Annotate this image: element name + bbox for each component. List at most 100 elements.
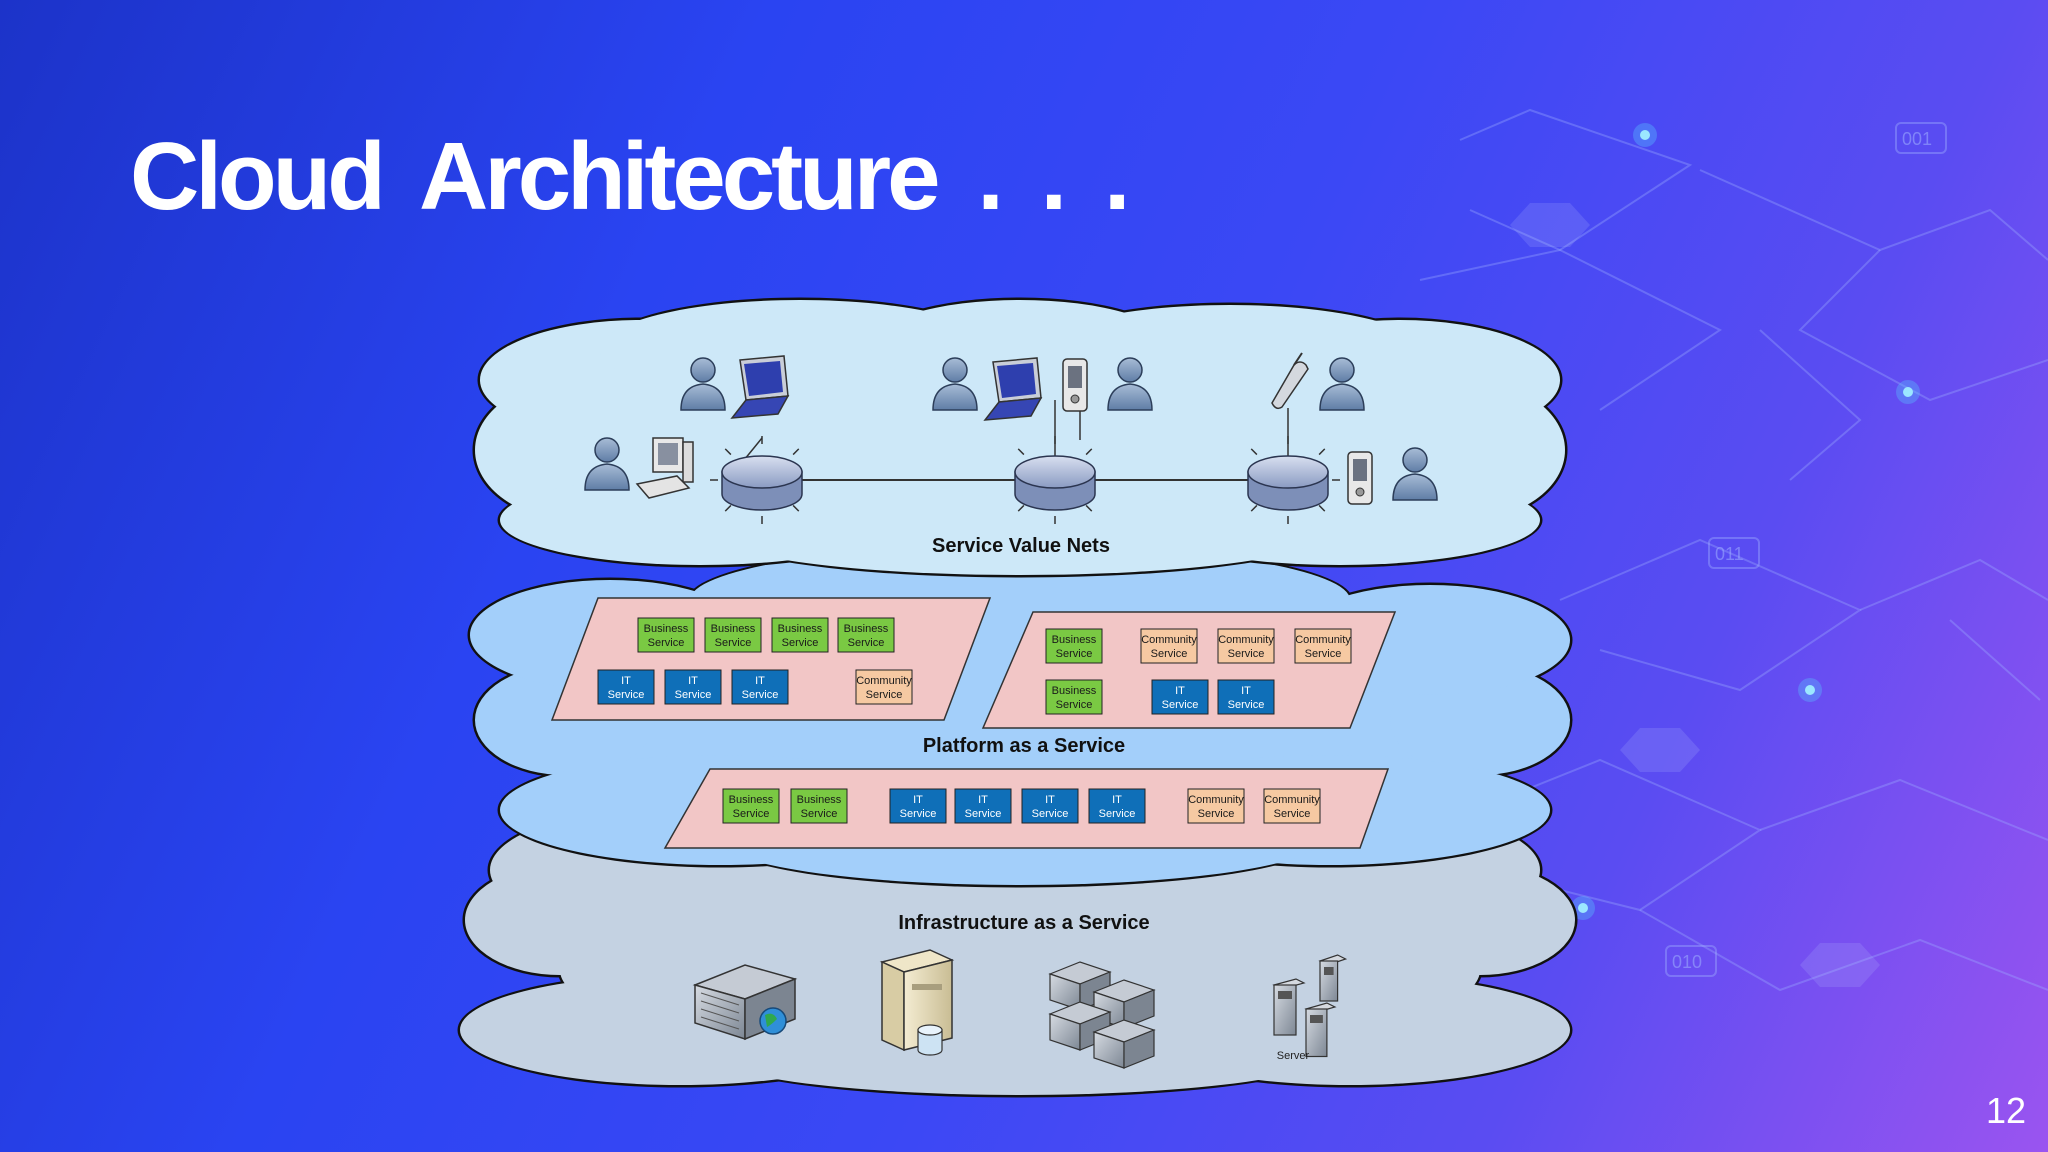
circuit-line — [1559, 538, 1863, 692]
layer-label-platform-as-a-service: Platform as a Service — [923, 735, 1125, 757]
layer-label-infrastructure-as-a-service: Infrastructure as a Service — [898, 912, 1149, 934]
server-label: Server — [1277, 1050, 1310, 1062]
svg-text:Service: Service — [733, 808, 770, 820]
server-cluster-icon — [1048, 961, 1156, 1069]
circuit-line — [1759, 778, 2048, 841]
svg-text:Community: Community — [1141, 634, 1197, 646]
circuit-line — [1759, 329, 1862, 481]
pda-icon — [1347, 451, 1373, 505]
user-icon — [1107, 357, 1153, 411]
binary-tag-box — [1665, 945, 1717, 977]
svg-text:Service: Service — [1032, 808, 1069, 820]
circuit-line — [1419, 248, 1722, 411]
svg-text:Service: Service — [1162, 699, 1199, 711]
service-panel-3: BusinessServiceBusinessServiceITServiceI… — [663, 768, 1390, 849]
svg-text:Service: Service — [608, 689, 645, 701]
svg-text:Business: Business — [644, 623, 689, 635]
svg-text:Service: Service — [1228, 699, 1265, 711]
binary-tag-box — [1895, 122, 1947, 154]
user-icon — [680, 357, 726, 411]
svg-text:Service: Service — [742, 689, 779, 701]
svg-text:Business: Business — [1052, 685, 1097, 697]
svg-text:IT: IT — [913, 794, 923, 806]
svg-text:Service: Service — [715, 637, 752, 649]
svg-text:IT: IT — [978, 794, 988, 806]
circuit-line — [1859, 558, 2048, 611]
svg-text:Service: Service — [1056, 699, 1093, 711]
circuit-line — [1639, 909, 2048, 992]
user-icon — [1319, 357, 1365, 411]
svg-text:Service: Service — [1198, 808, 1235, 820]
circuit-line — [1699, 169, 2048, 261]
network-hub-icon — [1003, 436, 1107, 524]
svg-text:Service: Service — [1274, 808, 1311, 820]
mobile-phone-icon — [1271, 352, 1309, 410]
hexagon-decoration — [1620, 728, 1700, 772]
laptop-icon — [730, 355, 790, 419]
service-panel-2: BusinessServiceCommunityServiceCommunity… — [981, 611, 1397, 729]
binary-tag: 011 — [1715, 544, 1744, 564]
layer-label-service-value-nets: Service Value Nets — [932, 535, 1110, 557]
hexagon-decoration — [1510, 203, 1590, 247]
circuit-line — [1449, 758, 1763, 912]
svg-text:Service: Service — [965, 808, 1002, 820]
svg-text:Community: Community — [1264, 794, 1320, 806]
svg-text:Service: Service — [675, 689, 712, 701]
svg-text:Service: Service — [866, 689, 903, 701]
svg-text:Business: Business — [729, 794, 774, 806]
hexagon-decoration — [1800, 943, 1880, 987]
slide-title: Cloud Architecture . . . — [130, 123, 1131, 230]
laptop-icon — [983, 357, 1043, 421]
glow-dot — [1805, 685, 1815, 695]
svg-text:IT: IT — [1112, 794, 1122, 806]
svg-text:Business: Business — [844, 623, 889, 635]
svg-text:Business: Business — [797, 794, 842, 806]
it-service-box: IT Service — [597, 669, 655, 705]
binary-tag: 010 — [1672, 952, 1702, 972]
svg-text:Business: Business — [778, 623, 823, 635]
glow-dot — [1640, 130, 1650, 140]
svg-text:IT: IT — [621, 675, 631, 687]
network-hub-icon — [1236, 436, 1340, 524]
database-server-icon — [879, 949, 955, 1056]
glow-dot — [1578, 903, 1588, 913]
svg-text:Community: Community — [856, 675, 912, 687]
it-service-box: IT Service — [954, 788, 1012, 824]
svg-text:Service: Service — [801, 808, 838, 820]
pda-icon — [1062, 358, 1088, 412]
svg-text:Service: Service — [1228, 648, 1265, 660]
svg-text:Service: Service — [1305, 648, 1342, 660]
svg-text:IT: IT — [1175, 685, 1185, 697]
circuit-line — [1949, 619, 2041, 701]
it-service-box: IT Service — [889, 788, 947, 824]
server-tower-icon — [1272, 954, 1348, 1058]
service-panel-1: BusinessServiceBusinessServiceBusinessSe… — [550, 597, 992, 721]
svg-text:Service: Service — [648, 637, 685, 649]
user-icon — [932, 357, 978, 411]
desktop-computer-icon — [635, 437, 694, 499]
circuit-line — [1459, 108, 1693, 252]
page-number: 12 — [1985, 1090, 2026, 1131]
svg-text:Service: Service — [900, 808, 937, 820]
svg-text:Community: Community — [1188, 794, 1244, 806]
network-hub-icon — [710, 436, 814, 524]
